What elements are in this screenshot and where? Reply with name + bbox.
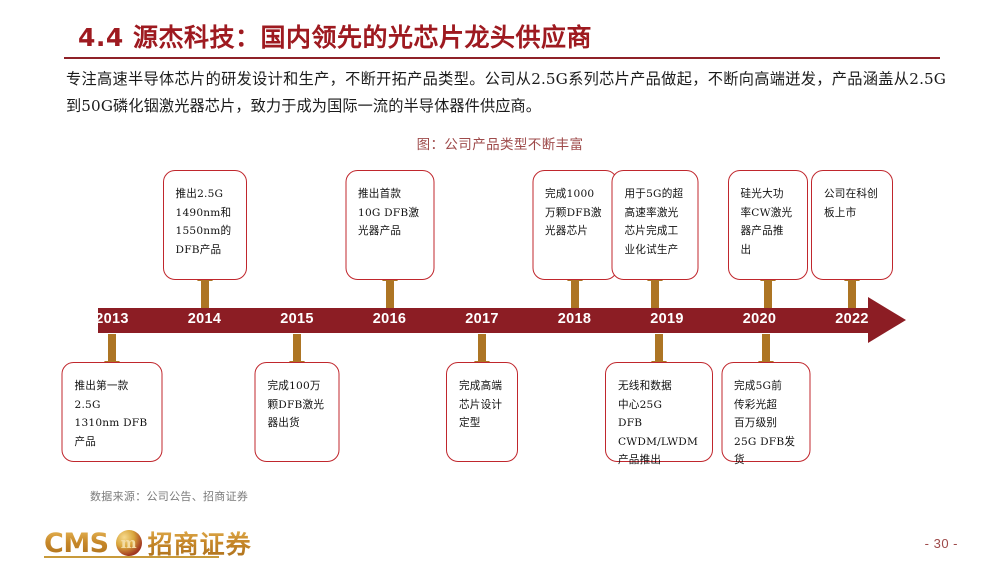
event-box-line: 芯片设计 xyxy=(459,398,503,411)
logo-emblem-icon: m xyxy=(115,530,142,556)
event-box-2018-above: 完成1000 万颗DFB激光器芯片 xyxy=(532,170,617,280)
footer-divider xyxy=(44,556,219,558)
event-box-line: 芯片完成工 xyxy=(624,225,679,237)
timeline-year-2014: 2014 xyxy=(187,311,222,327)
event-box-line: 率CW激光 xyxy=(740,206,793,219)
connector-arrow-2018-above-icon xyxy=(570,280,579,308)
figure-caption: 图：公司产品类型不断丰富 xyxy=(416,137,584,153)
connector-arrow-2022-above-icon xyxy=(848,280,856,308)
event-box-line: 硅光大功 xyxy=(740,188,784,200)
connector-arrow-2020-above-icon xyxy=(763,280,772,308)
event-box-line: 25G DFB发 xyxy=(734,435,796,448)
connector-arrow-2017-below-icon xyxy=(478,334,486,362)
event-box-line: 产品推出 xyxy=(618,454,662,466)
connector-arrow-2019-above-icon xyxy=(651,280,659,308)
footer-logo: CMS m 招商证券 xyxy=(44,526,252,560)
event-box-line: 完成5G前 xyxy=(734,380,782,392)
event-box-line: 完成1000 xyxy=(545,188,595,200)
event-box-line: 1310nm DFB xyxy=(74,417,148,429)
event-box-line: 推出2.5G xyxy=(175,188,224,200)
body-paragraph: 专注高速半导体芯片的研发设计和生产，不断开拓产品类型。公司从2.5G系列芯片产品… xyxy=(66,70,946,115)
event-box-line: 1550nm的 xyxy=(175,225,232,237)
event-box-2014-above: 推出2.5G 1490nm和 1550nm的 DFB产品 xyxy=(162,170,247,280)
event-box-line: 完成高端 xyxy=(459,380,503,392)
event-box-line: 2.5G xyxy=(74,398,101,411)
timeline-year-2020: 2020 xyxy=(742,311,777,327)
event-box-2016-above: 推出首款 10G DFB激光器产品 xyxy=(345,170,434,280)
event-box-line: 用于5G的超 xyxy=(624,188,684,200)
source-note: 数据来源：公司公告、招商证券 xyxy=(90,490,249,503)
event-box-line: 光器产品 xyxy=(358,225,402,237)
connector-arrow-2013-below-icon xyxy=(108,334,116,362)
event-box-line: DFB xyxy=(618,417,643,429)
timeline-year-2016: 2016 xyxy=(372,311,407,327)
logo-chinese-text: 招商证券 xyxy=(148,525,252,561)
page-title: 4.4 源杰科技：国内领先的光芯片龙头供应商 xyxy=(78,23,592,52)
event-box-line: 10G DFB激 xyxy=(358,206,420,219)
connector-arrow-2016-above-icon xyxy=(385,280,394,308)
timeline-year-2022: 2022 xyxy=(835,311,869,327)
event-box-line: 业化试生产 xyxy=(624,243,679,256)
event-box-line: 中心25G xyxy=(618,398,663,411)
logo-latin-text: CMS xyxy=(44,527,109,559)
event-box-2020-above: 硅光大功率CW激光器产品推出 xyxy=(727,170,808,280)
connector-arrow-2019-below-icon xyxy=(655,334,663,362)
connector-arrow-2015-below-icon xyxy=(293,334,301,362)
event-box-2022-above: 公司在科创板上市 xyxy=(811,170,893,280)
event-box-line: 推出第一款 xyxy=(74,380,129,392)
event-box-2013-below: 推出第一款 2.5G 1310nm DFB 产品 xyxy=(61,362,163,462)
event-box-line: 出 xyxy=(740,243,752,256)
timeline-year-2013: 2013 xyxy=(95,311,129,327)
event-box-line: 高速率激光 xyxy=(624,206,679,219)
title-divider xyxy=(64,57,940,59)
event-box-line: 板上市 xyxy=(824,206,857,219)
event-box-line: 完成100万 xyxy=(267,380,321,392)
event-box-line: 货 xyxy=(734,454,745,466)
event-box-line: 器产品推 xyxy=(740,225,784,237)
event-box-line: 定型 xyxy=(459,417,481,429)
timeline-year-2015: 2015 xyxy=(280,311,314,327)
event-box-line: 1490nm和 xyxy=(175,206,232,219)
event-box-line: 万颗DFB激 xyxy=(545,206,602,219)
event-box-2015-below: 完成100万颗DFB激光器出货 xyxy=(254,362,340,462)
timeline-year-2019: 2019 xyxy=(650,311,684,327)
connector-arrow-2014-above-icon xyxy=(200,280,209,308)
event-box-line: 传彩光超 xyxy=(734,398,778,411)
event-box-line: DFB产品 xyxy=(175,243,222,256)
event-box-2020-below: 完成5G前传彩光超百万级别 25G DFB发货 xyxy=(721,362,810,466)
event-box-line: 无线和数据 xyxy=(618,380,672,392)
timeline-axis-bar xyxy=(98,308,870,333)
page-number: - 30 - xyxy=(924,536,958,551)
event-box-line: CWDM/LWDM xyxy=(618,435,699,448)
event-box-line: 产品 xyxy=(74,435,97,448)
timeline-year-2017: 2017 xyxy=(465,311,499,327)
event-box-line: 光器芯片 xyxy=(545,225,589,237)
event-box-line: 推出首款 xyxy=(358,188,402,200)
event-box-line: 公司在科创 xyxy=(824,188,878,200)
event-box-line: 颗DFB激光 xyxy=(267,398,325,411)
event-box-line: 百万级别 xyxy=(734,417,778,429)
connector-arrow-2020-below-icon xyxy=(761,334,770,362)
event-box-2017-below: 完成高端芯片设计定型 xyxy=(446,362,518,462)
event-box-2019-below: 无线和数据中心25G DFB CWDM/LWDM 产品推出 xyxy=(605,362,713,466)
event-box-line: 器出货 xyxy=(267,417,300,429)
event-box-2019-above: 用于5G的超高速率激光芯片完成工业化试生产 xyxy=(611,170,699,280)
timeline-arrow-head-icon xyxy=(868,297,906,343)
timeline-year-2018: 2018 xyxy=(557,311,592,327)
